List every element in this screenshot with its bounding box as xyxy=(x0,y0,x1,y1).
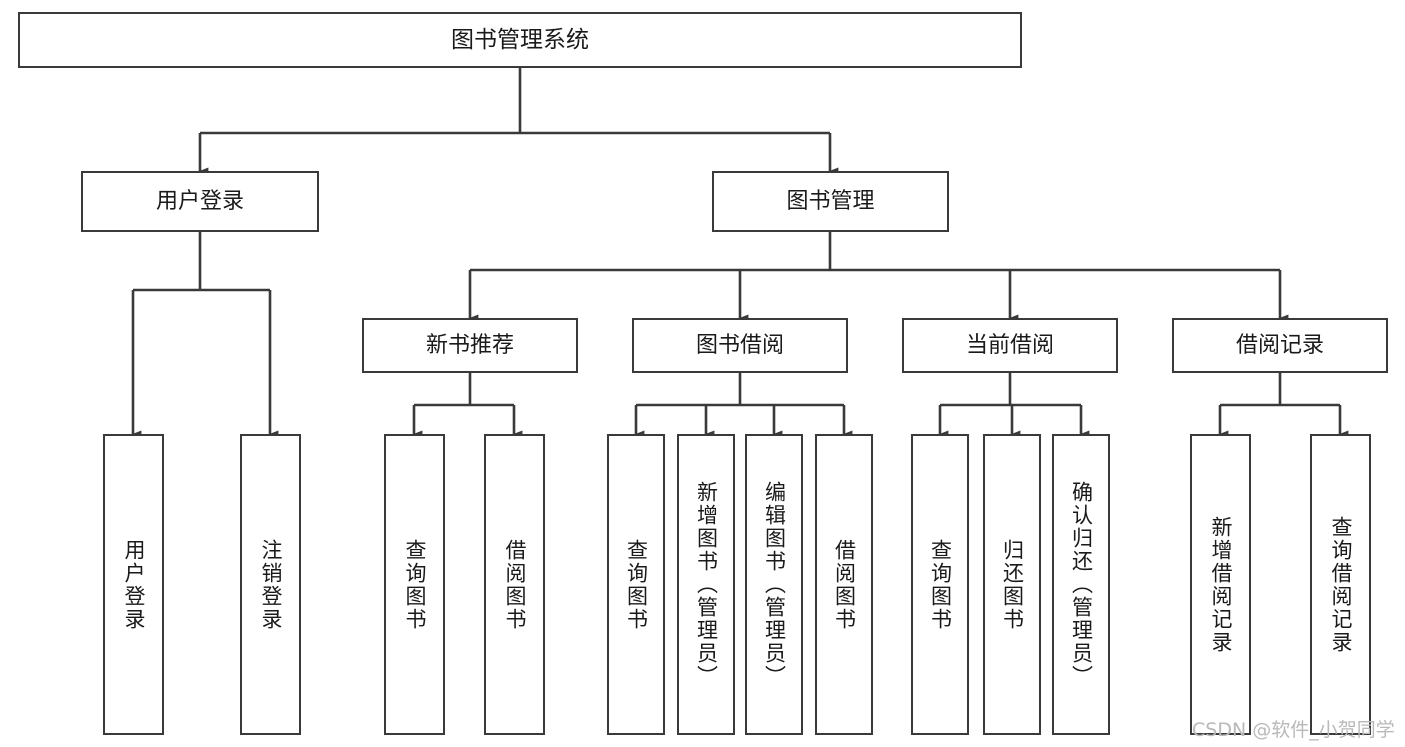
node-leaf-edit-book-admin[interactable]: 编辑图书（管理员） xyxy=(745,434,803,735)
node-leaf-user-login-label: 用户登录 xyxy=(122,538,146,631)
node-leaf-query-borrow-record-label: 查询借阅记录 xyxy=(1329,515,1353,654)
node-user-login[interactable]: 用户登录 xyxy=(81,171,319,232)
node-leaf-logout-login[interactable]: 注销登录 xyxy=(240,434,301,735)
node-leaf-query-book-borrow-label: 查询图书 xyxy=(624,538,649,631)
node-root-label: 图书管理系统 xyxy=(451,26,589,53)
node-leaf-add-book-admin[interactable]: 新增图书（管理员） xyxy=(677,434,735,735)
node-leaf-logout-login-label: 注销登录 xyxy=(259,538,283,631)
node-new-book-recommend[interactable]: 新书推荐 xyxy=(362,318,578,373)
node-leaf-confirm-return-admin-label: 确认归还（管理员） xyxy=(1069,481,1094,688)
node-leaf-borrow-book-rec-label: 借阅图书 xyxy=(503,538,527,631)
watermark-text: CSDN @软件_小贺同学 xyxy=(1192,719,1395,741)
node-leaf-add-book-admin-label: 新增图书（管理员） xyxy=(694,481,719,688)
node-leaf-query-book-borrow[interactable]: 查询图书 xyxy=(607,434,665,735)
node-leaf-query-book-current-label: 查询图书 xyxy=(928,538,953,631)
node-leaf-confirm-return-admin[interactable]: 确认归还（管理员） xyxy=(1052,434,1110,735)
node-current-borrow-label: 当前借阅 xyxy=(965,332,1054,358)
node-leaf-query-book-rec-label: 查询图书 xyxy=(403,538,427,631)
node-current-borrow[interactable]: 当前借阅 xyxy=(902,318,1118,373)
node-book-management-label: 图书管理 xyxy=(786,188,875,214)
node-borrow-record-label: 借阅记录 xyxy=(1235,332,1324,358)
node-leaf-add-borrow-record-label: 新增借阅记录 xyxy=(1209,515,1233,654)
node-leaf-query-book-current[interactable]: 查询图书 xyxy=(911,434,969,735)
node-leaf-edit-book-admin-label: 编辑图书（管理员） xyxy=(762,481,787,688)
node-borrow-record[interactable]: 借阅记录 xyxy=(1172,318,1388,373)
node-user-login-label: 用户登录 xyxy=(155,188,244,214)
node-leaf-return-book[interactable]: 归还图书 xyxy=(983,434,1041,735)
node-book-borrow-label: 图书借阅 xyxy=(695,332,784,358)
node-new-book-recommend-label: 新书推荐 xyxy=(425,332,514,358)
node-leaf-return-book-label: 归还图书 xyxy=(1000,538,1025,631)
node-book-borrow[interactable]: 图书借阅 xyxy=(632,318,848,373)
node-root[interactable]: 图书管理系统 xyxy=(18,12,1022,68)
node-leaf-user-login[interactable]: 用户登录 xyxy=(103,434,164,735)
node-leaf-query-book-rec[interactable]: 查询图书 xyxy=(384,434,445,735)
node-leaf-borrow-book[interactable]: 借阅图书 xyxy=(815,434,873,735)
node-book-management[interactable]: 图书管理 xyxy=(712,171,949,232)
node-leaf-borrow-book-rec[interactable]: 借阅图书 xyxy=(484,434,545,735)
node-leaf-borrow-book-label: 借阅图书 xyxy=(832,538,857,631)
node-leaf-add-borrow-record[interactable]: 新增借阅记录 xyxy=(1190,434,1251,735)
node-leaf-query-borrow-record[interactable]: 查询借阅记录 xyxy=(1310,434,1371,735)
